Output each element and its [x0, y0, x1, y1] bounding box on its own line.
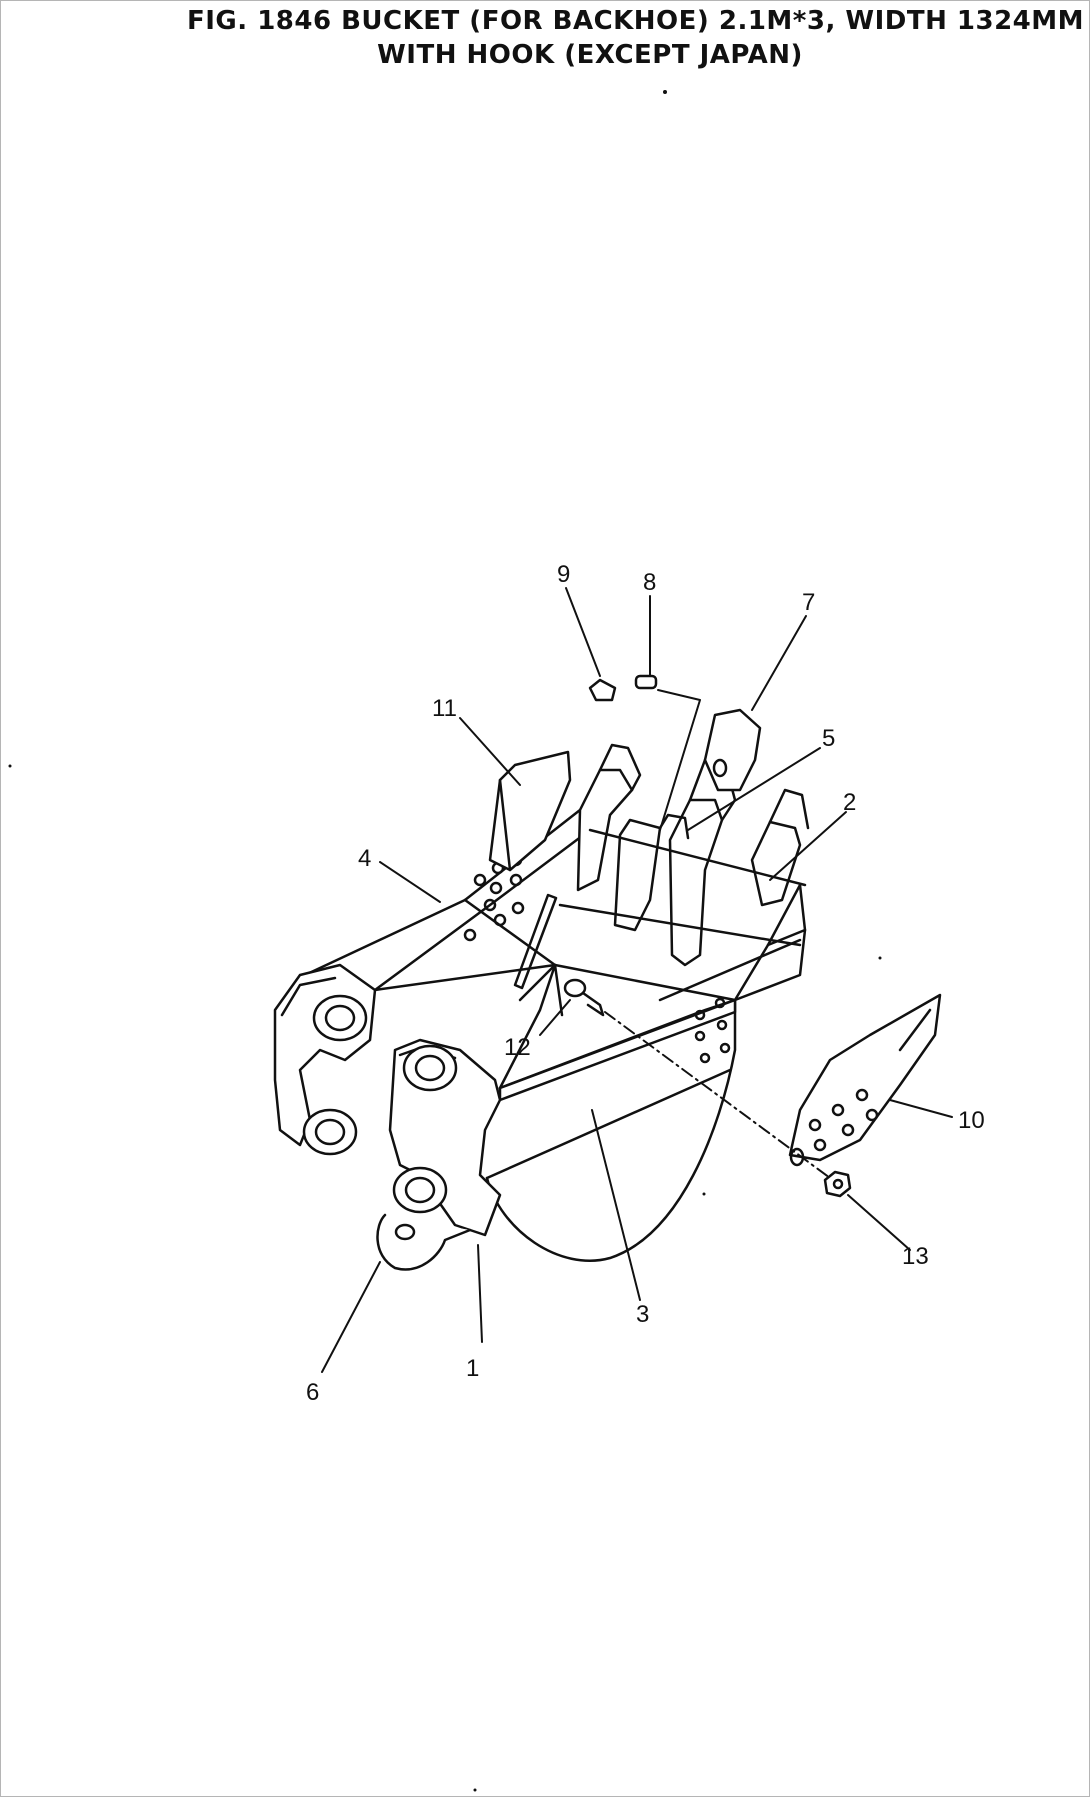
side-cutter-right	[788, 993, 942, 1167]
callout-8: 8	[643, 569, 656, 596]
bucket-shell	[485, 963, 737, 1262]
callout-3: 3	[636, 1301, 649, 1328]
lock-pin	[588, 678, 617, 702]
callout-13: 13	[902, 1243, 929, 1270]
hook-bracket	[273, 963, 502, 1271]
callout-11: 11	[432, 695, 457, 722]
callout-1: 1	[466, 1355, 479, 1382]
callout-4: 4	[358, 845, 371, 872]
nut	[823, 1170, 852, 1198]
leader-lines	[321, 587, 953, 1373]
callout-2: 2	[843, 789, 856, 816]
figure-subtitle: WITH HOOK (EXCEPT JAPAN)	[377, 40, 803, 70]
callout-12: 12	[504, 1034, 531, 1061]
side-cutter-left	[488, 750, 572, 872]
callout-7: 7	[802, 589, 815, 616]
callout-6: 6	[306, 1379, 319, 1406]
tooth-pin	[634, 674, 658, 690]
teeth-row	[558, 708, 810, 967]
figure-title: FIG. 1846 BUCKET (FOR BACKHOE) 2.1M*3, W…	[186, 6, 1084, 36]
callout-5: 5	[822, 725, 835, 752]
bolt	[563, 978, 605, 1017]
callout-9: 9	[557, 561, 570, 588]
callout-10: 10	[958, 1107, 985, 1134]
scan-specks	[8, 90, 882, 1792]
